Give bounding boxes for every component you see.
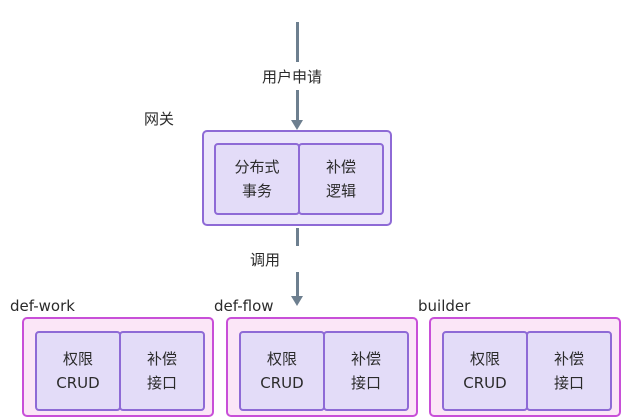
service-name-def-work: def-work xyxy=(10,297,75,315)
call-edge-label: 调用 xyxy=(248,247,283,272)
gateway-module-compensation-logic: 补偿 逻辑 xyxy=(298,143,384,215)
module-line1: 补偿 xyxy=(350,350,381,368)
gateway-module-distributed-transaction: 分布式 事务 xyxy=(214,143,300,215)
module-line2: 接口 xyxy=(553,374,584,392)
module-line1: 补偿 xyxy=(553,350,584,368)
module-permission-crud: 权限 CRUD xyxy=(239,331,325,411)
gateway-box: 分布式 事务 补偿 逻辑 xyxy=(202,130,392,226)
module-line1: 补偿 xyxy=(325,158,356,176)
call-edge-line-bottom xyxy=(296,272,299,298)
request-edge-line-top xyxy=(296,22,299,62)
request-edge-line-bottom xyxy=(296,90,299,122)
module-line2: 接口 xyxy=(350,374,381,392)
module-line1: 权限 xyxy=(266,350,297,368)
module-compensation-interface: 补偿 接口 xyxy=(119,331,205,411)
request-edge-label: 用户申请 xyxy=(260,64,325,89)
module-line2: CRUD xyxy=(260,374,304,392)
module-compensation-interface: 补偿 接口 xyxy=(526,331,612,411)
module-permission-crud: 权限 CRUD xyxy=(442,331,528,411)
module-line1: 权限 xyxy=(62,350,93,368)
call-edge-line-top xyxy=(296,228,299,246)
module-compensation-interface: 补偿 接口 xyxy=(323,331,409,411)
module-line1: 分布式 xyxy=(234,158,280,176)
module-permission-crud: 权限 CRUD xyxy=(35,331,121,411)
service-box-builder: 权限 CRUD 补偿 接口 xyxy=(429,317,621,417)
module-line2: 事务 xyxy=(241,182,272,200)
service-box-def-flow: 权限 CRUD 补偿 接口 xyxy=(226,317,418,417)
service-name-def-flow: def-flow xyxy=(214,297,274,315)
module-line2: CRUD xyxy=(463,374,507,392)
service-name-builder: builder xyxy=(418,297,471,315)
module-line1: 补偿 xyxy=(146,350,177,368)
service-box-def-work: 权限 CRUD 补偿 接口 xyxy=(22,317,214,417)
call-arrowhead xyxy=(291,296,303,306)
module-line2: 逻辑 xyxy=(325,182,356,200)
gateway-label: 网关 xyxy=(144,110,175,128)
module-line2: 接口 xyxy=(146,374,177,392)
module-line2: CRUD xyxy=(56,374,100,392)
request-arrowhead xyxy=(291,120,303,130)
module-line1: 权限 xyxy=(469,350,500,368)
